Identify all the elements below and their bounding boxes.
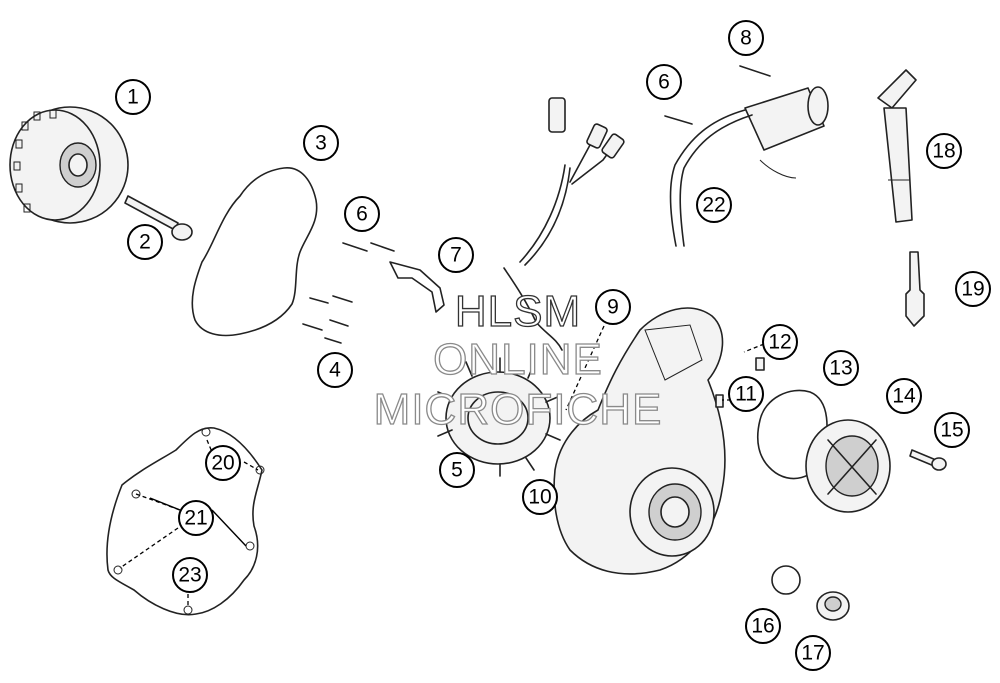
callout-label: 10 [528,486,551,509]
callout-23: 23 [172,557,208,593]
callout-7: 7 [438,237,474,273]
callout-22: 22 [696,187,732,223]
callout-10: 10 [522,479,558,515]
callout-3: 3 [303,125,339,161]
callout-label: 13 [829,357,852,380]
cable-guide [389,261,445,313]
callout-label: 23 [178,564,201,587]
callout-6-left: 6 [344,196,380,232]
generator-cover [553,307,726,575]
coil-screw [739,65,771,77]
callout-label: 11 [735,383,757,406]
o-ring [771,565,801,595]
callout-label: 17 [801,642,824,665]
callout-19: 19 [955,271,991,307]
callout-label: 9 [607,296,619,319]
ignition-coil [669,86,829,247]
watermark-line-1: HLSM [455,287,581,336]
inspection-bolt [909,449,947,471]
callout-11: 11 [728,376,764,412]
watermark-line-2: ONLINE [433,335,603,384]
inspection-cover [805,419,891,513]
callout-label: 20 [211,452,234,475]
callout-6-right: 6 [646,64,682,100]
callout-20: 20 [205,445,241,481]
callout-4: 4 [317,352,353,388]
callout-15: 15 [934,412,970,448]
callout-label: 4 [329,359,341,382]
locating-pin [755,357,765,371]
callout-label: 15 [940,419,963,442]
callout-9: 9 [595,289,631,325]
callout-label: 6 [658,71,670,94]
callout-18: 18 [926,133,962,169]
callout-label: 2 [139,231,151,254]
callout-2: 2 [127,224,163,260]
watermark: HLSM ONLINE MICROFICHE [373,286,663,434]
cover-bolts [302,295,353,344]
cover-gasket [191,167,318,337]
callout-label: 16 [751,615,774,638]
callout-14: 14 [886,378,922,414]
callout-label: 19 [961,278,984,301]
callout-label: 14 [892,385,916,408]
watermark-line-3: MICROFICHE [374,385,663,434]
callout-label: 5 [451,459,463,482]
callout-label: 7 [450,244,462,267]
coil-mount-screw [664,115,693,125]
spark-plug [905,251,925,327]
stator-coil [437,357,561,477]
callout-8: 8 [728,20,764,56]
callout-label: 18 [932,140,955,163]
callout-label: 21 [184,507,207,530]
rotor-bolt [124,195,193,241]
callout-label: 8 [740,27,752,50]
callout-5: 5 [439,452,475,488]
spark-plug-cap [877,69,917,223]
callout-13: 13 [823,350,859,386]
flywheel-rotor [9,106,129,224]
callout-1: 1 [115,79,151,115]
callout-label: 3 [315,132,327,155]
callout-12: 12 [762,324,798,360]
stator-screws [342,242,395,252]
callout-16: 16 [745,608,781,644]
wiring-harness [503,97,625,351]
plug-screw [816,591,850,621]
callout-label: 6 [356,203,368,226]
callout-label: 22 [702,194,725,217]
callout-21: 21 [178,500,214,536]
callout-17: 17 [795,635,831,671]
dowel-pin [715,394,724,408]
callout-label: 1 [127,86,139,109]
callout-label: 12 [768,331,791,354]
